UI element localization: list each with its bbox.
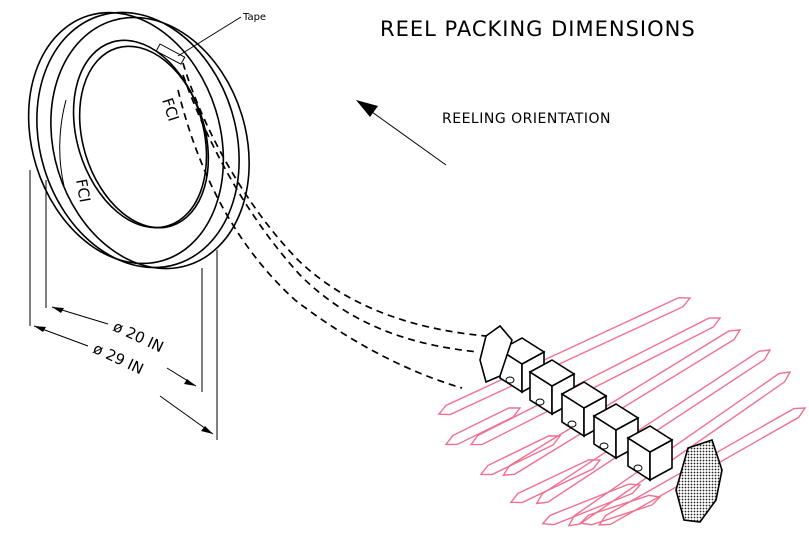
- reel-back-rim: [36, 11, 240, 269]
- pin-long-4: [535, 349, 772, 505]
- header-pins: [437, 296, 807, 527]
- pin-long-2: [469, 317, 722, 446]
- pin-long-1: [437, 296, 692, 416]
- reel: [27, 11, 250, 270]
- inner-diameter-dimension: [45, 180, 203, 392]
- carrier-block-5: [626, 425, 674, 482]
- carrier-block-2: [528, 359, 576, 416]
- pin-short-5: [579, 494, 662, 526]
- reeling-direction-arrow: [356, 100, 447, 166]
- tape-label: Tape: [242, 12, 266, 23]
- pin-short-3: [509, 459, 602, 504]
- reel-hub-inner: [78, 45, 210, 229]
- reel-marking-upper: FCI: [158, 96, 182, 124]
- pin-short-2: [479, 435, 562, 476]
- outer-diameter-dimension: [29, 170, 218, 440]
- reel-flange: [50, 16, 250, 270]
- tape-segment: [155, 43, 186, 65]
- reel-outer-rim: [27, 11, 225, 265]
- reel-hub-outer: [72, 39, 208, 229]
- reel-marking-lower: FCI: [72, 178, 94, 204]
- tape-path: [177, 62, 487, 389]
- pin-long-6: [597, 407, 807, 526]
- orientation-label: REELING ORIENTATION: [442, 111, 611, 127]
- pin-short-4: [541, 483, 642, 526]
- drawing-title: REEL PACKING DIMENSIONS: [380, 17, 696, 41]
- tape-end: [479, 324, 723, 523]
- pin-short-1: [444, 407, 522, 446]
